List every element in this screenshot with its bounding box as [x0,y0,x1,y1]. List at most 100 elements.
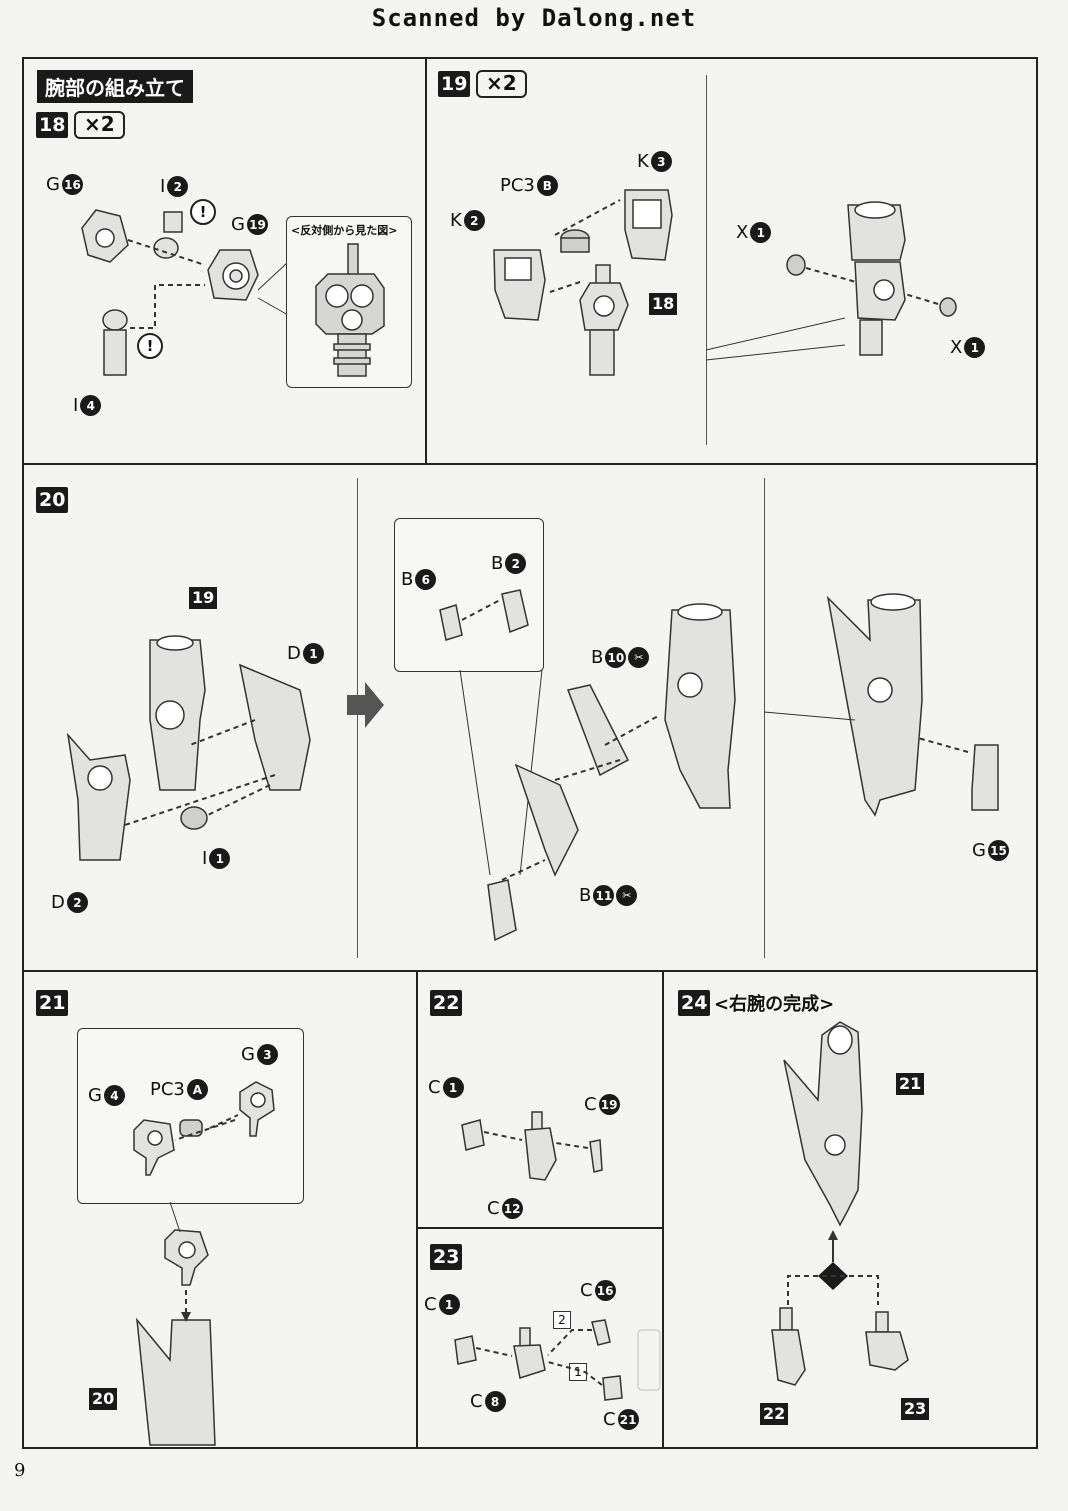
label-b10: B 10 ✂ [591,647,650,668]
label-c8: C 8 [470,1391,506,1412]
part-number: 4 [80,395,102,416]
step-20-number: 20 [36,487,69,513]
label-k2: K 2 [450,210,485,231]
leader-line [459,669,491,876]
page-number: 9 [14,1460,26,1481]
label-c1: C 1 [424,1294,460,1315]
cut-icon: ✂ [628,647,650,668]
step-19-illustration [493,189,957,376]
part-k2-shape [493,249,546,321]
part-letter: B [591,647,604,668]
reverse-view-illustration [315,243,385,377]
part-d1-shape [238,663,311,791]
ref-step-19: 19 [189,587,218,609]
part-number: 2 [463,210,485,231]
label-d1: D 1 [287,643,324,664]
part-letter: C [580,1280,593,1301]
watermark-header: Scanned by Dalong.net [371,4,697,32]
part-number: B [536,175,558,196]
part-i1-shape [180,806,208,830]
instruction-frame [22,57,1038,1449]
part-b2-shape [501,589,529,634]
assembly-arrow [475,1347,513,1357]
assembly-arrow [483,1131,523,1141]
part-letter: C [470,1391,483,1412]
subdivider-19 [706,75,707,445]
part-b10-shape [566,684,630,777]
part-letter: I [202,848,208,869]
label-g16: G 16 [46,174,83,195]
label-pc3b: PC3 B [500,175,558,196]
part-k3-shape [624,189,673,261]
part-b6-shape [439,604,463,641]
part-letter: D [287,643,301,664]
assembled-arm-right-shape [826,595,923,817]
ref-step-21: 21 [896,1073,925,1095]
part-c19-shape [589,1139,603,1173]
assembly-arrow [604,714,661,746]
step-19-number: 19 [438,71,471,97]
part-number: 1 [750,222,772,243]
label-k3: K 3 [637,151,672,172]
part-letter: PC3 [150,1079,185,1100]
part-letter: C [603,1409,616,1430]
part-number: 11 [593,885,615,906]
subdivider-20a [357,478,358,958]
part-g4-shape [133,1119,175,1176]
label-c21: C 21 [603,1409,639,1430]
part-letter: C [428,1077,441,1098]
part-number: 2 [167,176,189,197]
assembly-arrow [554,199,621,236]
part-c8-shape [513,1344,546,1379]
assembly-arrow [547,1329,592,1356]
part-i2-shape [153,211,183,259]
assembly-arrow [189,719,256,746]
assembly-arrow [174,1119,236,1141]
label-g3: G 3 [241,1044,278,1065]
assembly-arrow [904,293,939,305]
part-number: 16 [61,174,83,195]
label-i4: I 4 [73,395,102,416]
part-letter: PC3 [500,175,535,196]
step-19-multiplier: ×2 [476,70,527,98]
step-22-illustration [461,1111,603,1181]
step-18-illustration [81,209,289,376]
arm-with-joint-shape [135,1317,216,1446]
step-21-number: 21 [36,990,69,1016]
order-badge-2: 2 [553,1311,571,1329]
part-g19-shape [207,249,259,301]
label-x1-right: X 1 [950,337,986,358]
next-arrow-icon [347,682,384,728]
hand-22-shape [771,1329,806,1386]
part-letter: C [424,1294,437,1315]
part-number: 15 [987,840,1009,861]
hand-22-peg [779,1307,793,1331]
part-letter: G [231,214,245,235]
leader-line [257,297,289,316]
warning-icon: ! [190,199,216,225]
leader-line [763,711,856,721]
step-24-title: <右腕の完成> [714,994,835,1015]
part-number: 19 [246,214,268,235]
part-letter: C [584,1094,597,1115]
step-24-illustration [771,1021,909,1386]
divider-col-18-19 [425,57,427,464]
part-x1-shape [786,254,957,317]
assembly-arrow [461,599,501,621]
part-letter: I [160,176,166,197]
part-number: 3 [650,151,672,172]
step-21-illustration [133,1081,275,1446]
label-g19: G 19 [231,214,268,235]
part-letter: B [401,569,414,590]
part-letter: G [46,174,60,195]
part-letter: D [51,892,65,913]
part-18-shape [579,264,629,376]
part-number: 3 [256,1044,278,1065]
part-number: 10 [605,647,627,668]
leader-line [705,317,846,361]
part-letter: G [972,840,986,861]
label-g4: G 4 [88,1085,125,1106]
section-title: 腕部の組み立て [37,70,193,103]
part-number: 1 [438,1294,460,1315]
completed-right-arm-shape [783,1021,863,1227]
